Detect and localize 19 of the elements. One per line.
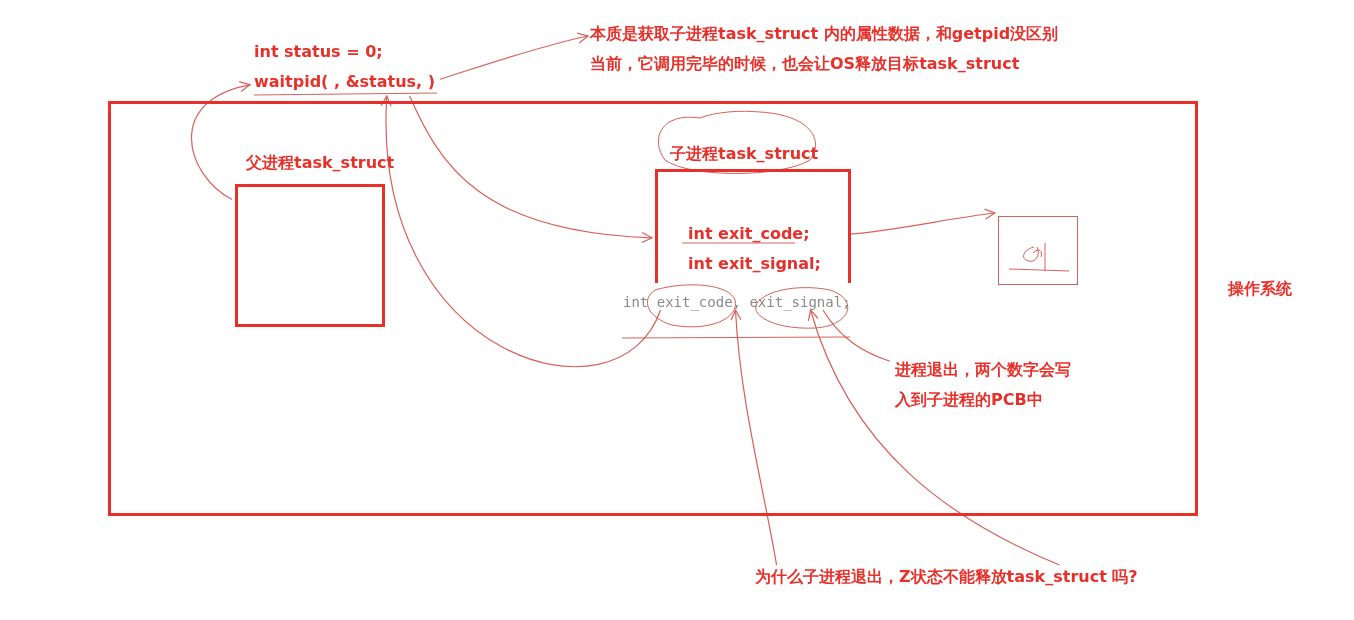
code-text: int status = 0; (254, 42, 383, 62)
box-heading: 子进程task_struct (670, 144, 819, 164)
code-text: int exit_signal; (688, 254, 821, 274)
note-text: 进程退出，两个数字会写入到子进程的PCB中 (895, 359, 1072, 411)
arrow (808, 309, 1061, 566)
note-text: 本质是获取子进程task_struct 内的属性数据，和getpid没区别 (590, 24, 1059, 44)
arrow (381, 95, 662, 368)
arrow (439, 32, 589, 80)
note-text: 当前，它调用完毕的时候，也会让OS释放目标task_struct (590, 54, 1020, 74)
arrow (730, 309, 778, 566)
sketch-box (998, 216, 1078, 285)
question-text: 为什么子进程退出，Z状态不能释放task_struct 吗? (755, 567, 1138, 587)
arrow (190, 81, 251, 201)
code-text: int exit_code; (688, 224, 810, 244)
code-text: waitpid( , &status, ) (254, 72, 436, 92)
box-heading: 父进程task_struct (246, 153, 395, 173)
arrow (409, 95, 653, 243)
side-label: 操作系统 (1228, 279, 1292, 299)
leader-line (822, 309, 891, 362)
